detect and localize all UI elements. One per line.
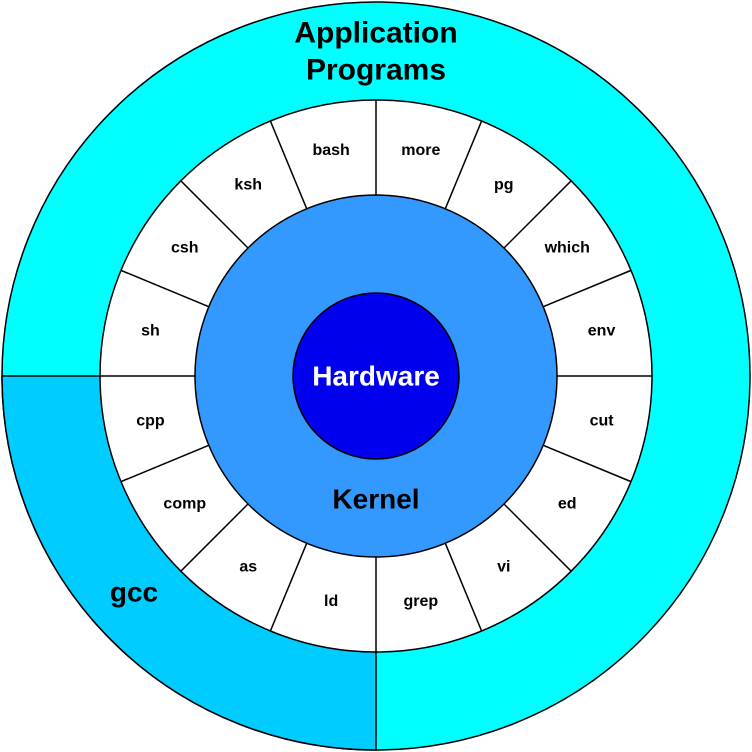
- utility-label-as: as: [239, 559, 257, 576]
- utility-label-grep: grep: [404, 593, 439, 610]
- utility-label-cpp: cpp: [136, 412, 165, 429]
- kernel-label: Kernel: [332, 484, 419, 515]
- segment-divider: [269, 542, 308, 632]
- segment-dividers: [100, 100, 652, 652]
- utility-label-comp: comp: [163, 495, 206, 512]
- utility-label-ksh: ksh: [234, 176, 262, 193]
- utility-label-bash: bash: [312, 142, 349, 159]
- segment-divider: [503, 180, 572, 249]
- segment-divider: [542, 444, 632, 483]
- segment-divider: [444, 120, 483, 210]
- utility-label-vi: vi: [497, 559, 510, 576]
- segment-divider: [542, 269, 632, 308]
- utility-label-ed: ed: [558, 495, 577, 512]
- utility-label-env: env: [588, 323, 616, 340]
- segment-divider: [269, 120, 308, 210]
- segment-divider: [180, 180, 249, 249]
- gcc-label: gcc: [110, 577, 158, 608]
- utility-label-cut: cut: [590, 412, 615, 429]
- segment-divider: [444, 542, 483, 632]
- utility-label-ld: ld: [324, 593, 338, 610]
- hardware-disk: [292, 292, 460, 460]
- utility-label-more: more: [401, 142, 440, 159]
- segment-divider: [120, 269, 210, 308]
- application-title-line2: Programs: [306, 54, 446, 87]
- segment-divider: [503, 503, 572, 572]
- utility-label-pg: pg: [494, 176, 514, 193]
- utility-label-csh: csh: [171, 240, 199, 257]
- segment-divider: [120, 444, 210, 483]
- utility-labels: more pg which env cut ed vi grep ld as comp cpp sh cs…: [136, 142, 615, 610]
- segment-divider: [180, 503, 249, 572]
- utility-label-which: which: [544, 240, 590, 257]
- hardware-label: Hardware: [312, 361, 440, 392]
- application-title-line1: Application: [294, 17, 457, 50]
- utility-label-sh: sh: [141, 323, 160, 340]
